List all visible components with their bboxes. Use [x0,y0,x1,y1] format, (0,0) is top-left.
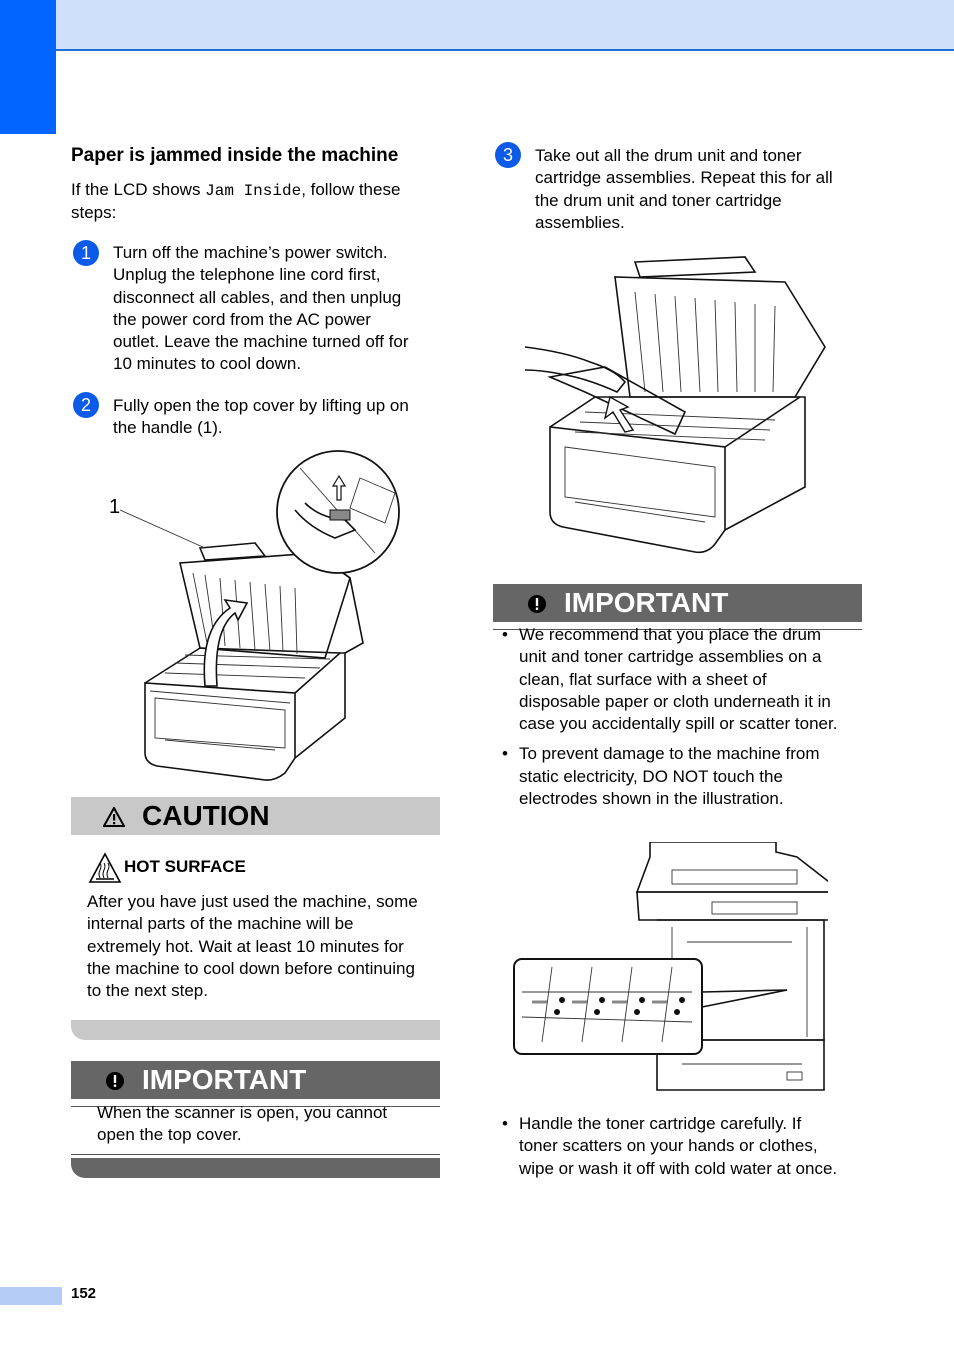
important-rule-left [71,1106,440,1107]
important-title-left: IMPORTANT [142,1064,307,1095]
important-text-left: When the scanner is open, you cannot ope… [97,1103,388,1145]
important-bar-right: IMPORTANT [493,584,862,622]
step-1-text: Turn off the machine’s power switch. Unp… [113,243,409,374]
important-title-right: IMPORTANT [564,587,729,618]
caution-title: CAUTION [142,800,270,831]
section-title: Paper is jammed inside the machine [71,145,399,166]
figure-remove-drum-unit [524,252,830,557]
lcd-message: Jam Inside [205,182,302,200]
step-2-text: Fully open the top cover by lifting up o… [113,396,409,438]
page-number: 152 [71,1285,97,1302]
step-3-badge: 3 [495,142,521,168]
step-1-badge: 1 [73,240,99,266]
caution-bar: CAUTION [71,797,440,835]
chapter-tab [0,0,56,134]
figure-electrodes [512,841,845,1097]
exclamation-circle-icon [106,1072,124,1090]
bullet-item: We recommend that you place the drum uni… [493,624,873,735]
bullet-item: Handle the toner cartridge carefully. If… [493,1113,873,1180]
warning-triangle-icon [103,807,125,827]
step-2-badge: 2 [73,392,99,418]
bullets-after-figure: Handle the toner cartridge carefully. If… [493,1113,873,1188]
page-number-tab [0,1287,62,1305]
figure-open-top-cover: 1 [105,448,405,783]
important-footer-bar-left [71,1158,440,1178]
step-3-text: Take out all the drum unit and toner car… [535,146,833,232]
hot-surface-icon [88,852,122,883]
caution-text: After you have just used the machine, so… [87,892,418,1001]
caution-footer-bar [71,1020,440,1040]
printer-open-cover-illustration [119,450,400,781]
important-bullets-right: We recommend that you place the drum uni… [493,624,873,818]
electrodes-illustration [513,841,845,1091]
intro-paragraph: If the LCD shows Jam Inside, follow thes… [71,180,401,223]
bullet-item: To prevent damage to the machine from st… [493,743,873,810]
drum-removal-illustration [524,256,826,554]
important-bar-left: IMPORTANT [71,1061,440,1099]
hot-surface-label: HOT SURFACE [124,857,246,876]
important-rule-left-bottom [71,1154,440,1155]
header-band [0,0,954,51]
exclamation-circle-icon [528,595,546,613]
callout-label-1: 1 [109,496,121,518]
